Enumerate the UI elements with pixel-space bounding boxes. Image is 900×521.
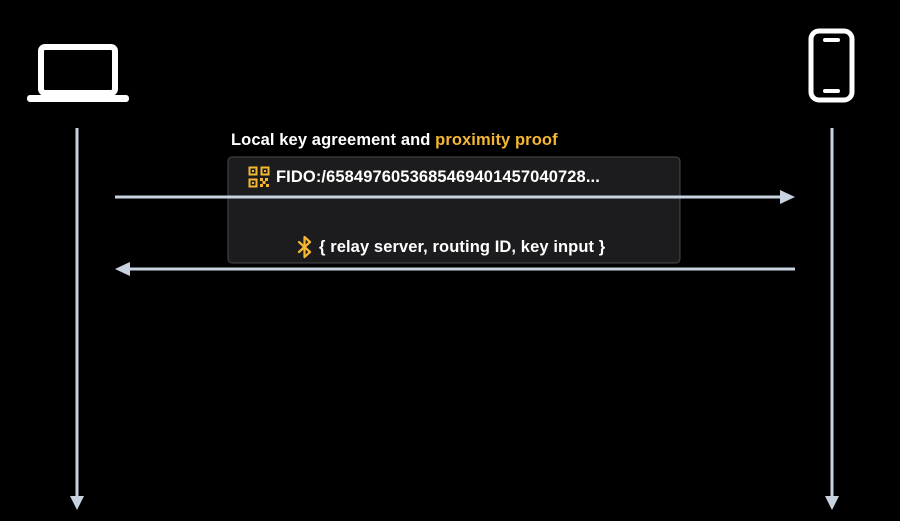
message-2-text: { relay server, routing ID, key input } xyxy=(319,237,606,256)
qr-code-icon xyxy=(248,166,270,188)
message-box xyxy=(227,156,681,264)
message-1-text: FIDO:/6584976053685469401457040728... xyxy=(276,167,600,186)
phone-lifeline xyxy=(825,128,839,510)
laptop-icon xyxy=(27,44,129,102)
message-1: FIDO:/6584976053685469401457040728... xyxy=(248,164,600,190)
heading-text: Local key agreement and xyxy=(231,131,436,149)
message-2: { relay server, routing ID, key input } xyxy=(297,234,605,260)
laptop-lifeline xyxy=(70,128,84,510)
bluetooth-icon xyxy=(297,235,313,259)
arrow-to-phone xyxy=(115,190,795,204)
arrow-to-laptop xyxy=(115,262,795,276)
heading-accent-text: proximity proof xyxy=(435,131,558,149)
diagram-heading: Local key agreement and proximity proof xyxy=(231,131,558,150)
smartphone-icon xyxy=(808,28,855,103)
